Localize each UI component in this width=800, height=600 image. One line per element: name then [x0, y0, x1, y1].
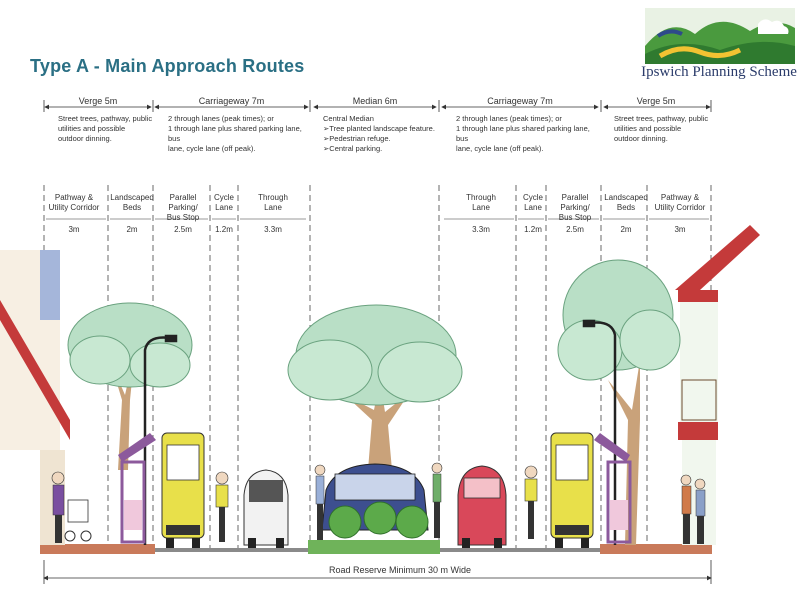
zone-label-carriageway-right: Carriageway 7m — [487, 96, 553, 106]
bus-right — [550, 432, 594, 548]
pedestrian-median-right — [431, 462, 443, 538]
zone-desc-carriageway-left: 2 through lanes (peak times); or 1 throu… — [168, 114, 302, 153]
street-lamp-left — [143, 334, 178, 545]
zone-dimension-lines — [43, 100, 712, 112]
lane-width-landscaped-left: 2m — [126, 225, 138, 234]
bus-shelter-left — [118, 433, 156, 544]
lane-width-landscaped-right: 2m — [620, 225, 632, 234]
lane-label-through-right: Through Lane — [466, 193, 496, 212]
cyclist-left — [215, 471, 229, 542]
bus-left — [161, 432, 205, 548]
carriageway-surface-left — [155, 548, 310, 552]
road-reserve-dimension — [43, 560, 712, 584]
car-white-left — [243, 469, 289, 548]
zone-label-verge-left: Verge 5m — [78, 96, 118, 106]
logo-text: Ipswich Planning Scheme — [641, 64, 797, 80]
carriageway-surface-right — [440, 548, 602, 552]
building-left — [0, 250, 70, 545]
lane-width-through-right: 3.3m — [472, 225, 490, 234]
zone-label-carriageway-left: Carriageway 7m — [198, 96, 265, 106]
tree-right — [557, 259, 681, 545]
pedestrian-median-left — [314, 464, 326, 540]
ipswich-logo-graphic — [645, 8, 795, 64]
median-shrubs — [328, 501, 429, 539]
lane-label-parking-left: Parallel Parking/ Bus Stop — [166, 193, 200, 222]
zone-label-median: Median 6m — [352, 96, 398, 106]
zone-desc-verge-right: Street trees, pathway, public utilities … — [614, 114, 709, 143]
lane-label-landscaped-left: Landscaped Beds — [110, 193, 154, 212]
zone-label-verge-right: Verge 5m — [636, 96, 676, 106]
bus-shelter-right — [594, 433, 632, 544]
lane-width-pathway-left: 3m — [68, 225, 80, 234]
road-reserve-label: Road Reserve Minimum 30 m Wide — [328, 565, 472, 575]
verge-ground-left — [40, 544, 155, 554]
zone-desc-median: Central Median ➢Tree planted landscape f… — [323, 114, 435, 153]
zone-desc-verge-left: Street trees, pathway, public utilities … — [58, 114, 153, 143]
building-right — [675, 225, 800, 550]
lane-label-cycle-left: Cycle Lane — [213, 193, 234, 212]
lane-label-cycle-right: Cycle Lane — [522, 193, 543, 212]
median-grass — [308, 540, 440, 554]
pedestrian-with-pram — [51, 471, 92, 543]
verge-ground-right — [600, 544, 712, 554]
lane-label-landscaped-right: Landscaped Beds — [604, 193, 648, 212]
street-lamp-right — [582, 319, 617, 545]
lane-width-parking-left: 2.5m — [174, 225, 192, 234]
lane-width-cycle-right: 1.2m — [524, 225, 542, 234]
pedestrians-right-path — [680, 474, 706, 544]
zone-desc-carriageway-right: 2 through lanes (peak times); or 1 throu… — [456, 114, 590, 153]
lane-label-pathway-right: Pathway & Utility Corridor — [654, 193, 706, 212]
lane-label-parking-right: Parallel Parking/ Bus Stop — [558, 193, 592, 222]
lane-label-through-left: Through Lane — [258, 193, 288, 212]
lane-width-pathway-right: 3m — [674, 225, 686, 234]
lane-width-through-left: 3.3m — [264, 225, 282, 234]
lane-label-pathway-left: Pathway & Utility Corridor — [48, 193, 100, 212]
tree-median — [287, 304, 463, 470]
lane-width-parking-right: 2.5m — [566, 225, 584, 234]
lane-width-cycle-left: 1.2m — [215, 225, 233, 234]
page-title: Type A - Main Approach Routes — [30, 56, 305, 76]
car-red-right — [457, 465, 507, 548]
cyclist-right — [524, 465, 538, 539]
